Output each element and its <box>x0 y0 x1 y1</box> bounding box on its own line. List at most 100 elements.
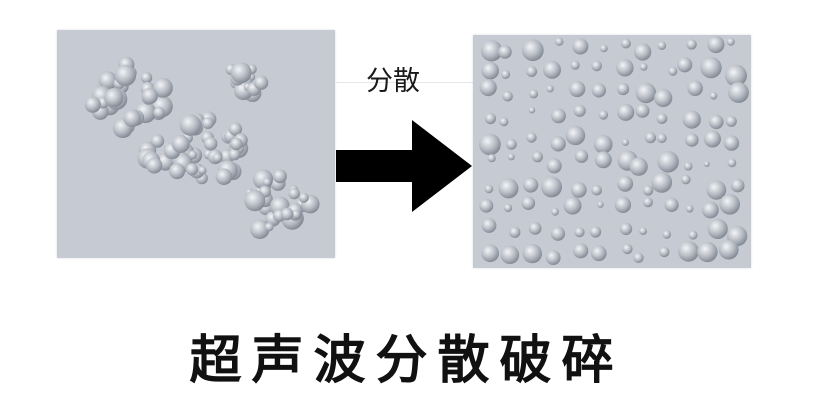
dispersed-particle <box>654 88 673 108</box>
dispersed-particle <box>565 125 586 146</box>
dispersed-particle <box>726 37 735 46</box>
dispersed-particle <box>668 66 678 76</box>
agglomerated-particles-panel <box>57 30 335 258</box>
agglomerated-particle <box>171 134 190 153</box>
dispersed-particle <box>506 138 517 150</box>
dispersed-particle <box>617 175 634 192</box>
agglomerated-particle <box>263 178 272 187</box>
dispersed-particle <box>528 106 536 114</box>
dispersed-particle <box>594 151 612 169</box>
dispersed-particle <box>709 114 724 130</box>
dispersed-particle <box>620 38 631 49</box>
dispersed-particle <box>677 57 693 73</box>
dispersed-particle <box>599 44 608 53</box>
agglomerated-particle <box>264 222 274 232</box>
agglomerated-particle <box>203 136 218 151</box>
dispersed-particle <box>685 205 694 213</box>
dispersed-particle <box>569 80 586 98</box>
agglomerated-particle <box>230 137 243 151</box>
agglomerated-particle <box>212 152 223 163</box>
dispersed-particle <box>479 133 501 156</box>
dispersed-particle <box>591 184 602 196</box>
agglomerated-particle <box>228 122 243 136</box>
dispersed-particle <box>683 162 693 171</box>
dispersed-particle <box>526 66 538 77</box>
dispersed-particle <box>635 103 650 118</box>
dispersed-particle <box>657 41 667 50</box>
dispersed-particle <box>703 130 721 148</box>
dispersed-particle <box>522 243 542 264</box>
agglomerated-particle <box>146 157 163 174</box>
dispersed-particle <box>723 135 740 151</box>
dispersed-particle <box>707 218 728 239</box>
dispersed-particle <box>591 83 606 98</box>
dispersed-particle <box>532 151 543 163</box>
agglomerated-particle <box>291 209 301 220</box>
dispersed-particle <box>563 196 582 215</box>
dispersed-particle <box>551 108 566 124</box>
agglomerated-particles-illustration <box>84 56 320 239</box>
dispersed-particle <box>725 115 737 127</box>
dispersed-particle <box>664 197 679 212</box>
dispersed-particle <box>622 138 629 146</box>
agglomerated-particle <box>250 219 270 239</box>
dispersed-particle <box>479 198 494 213</box>
agglomerated-particle <box>230 62 252 84</box>
dispersed-particle <box>681 174 691 185</box>
agglomerated-particle <box>123 109 141 128</box>
dispersed-particle <box>707 35 725 54</box>
dispersed-particle <box>499 117 509 127</box>
agglomerated-particle <box>104 88 124 108</box>
dispersed-particle <box>591 245 607 262</box>
dispersed-particle <box>555 37 564 46</box>
dispersed-particle <box>651 172 673 193</box>
dispersed-particle <box>616 59 634 77</box>
dispersed-particle <box>702 201 719 219</box>
agglomerated-particle <box>84 96 101 113</box>
dispersed-particle <box>481 244 499 263</box>
dispersed-particle <box>528 222 542 235</box>
dispersed-particle <box>644 132 656 144</box>
dispersed-particle <box>521 196 536 210</box>
dispersed-particle <box>480 40 503 62</box>
dispersed-particle <box>502 90 513 102</box>
dispersed-particle <box>498 45 512 59</box>
agglomerated-particle <box>253 75 269 90</box>
dispersed-particle <box>642 185 654 196</box>
dispersed-particle <box>526 132 537 143</box>
agglomerated-particle <box>98 71 118 90</box>
connector-line <box>335 82 473 83</box>
dispersed-particle <box>481 61 499 80</box>
dispersed-particle <box>682 110 701 129</box>
right-arrow-icon <box>336 120 472 212</box>
dispersed-particle <box>498 178 519 199</box>
dispersed-particle <box>617 103 635 121</box>
dispersed-particle <box>657 151 679 173</box>
agglomerated-particle <box>202 117 214 129</box>
agglomerated-particle <box>169 163 186 180</box>
dispersed-particle <box>719 194 740 215</box>
dispersed-particle <box>725 64 747 87</box>
agglomerated-particle <box>140 72 153 84</box>
agglomerated-particle <box>185 163 199 176</box>
agglomerated-particle <box>244 190 266 212</box>
dispersed-particle <box>484 184 494 194</box>
dispersed-particle <box>629 157 648 176</box>
dispersed-particle <box>622 243 633 255</box>
dispersed-particle <box>574 149 589 163</box>
dispersed-particle <box>546 158 562 174</box>
dispersed-particle <box>589 226 602 238</box>
agglomerated-particle <box>153 106 165 119</box>
dispersed-particle <box>730 178 745 193</box>
dispersed-particle <box>503 203 513 213</box>
agglomerated-particle <box>114 64 137 87</box>
dispersed-particle <box>614 196 632 213</box>
dispersed-particle <box>686 39 697 50</box>
dispersed-particle <box>574 227 585 238</box>
dispersed-particle <box>728 82 749 103</box>
agglomerated-particle <box>272 169 287 184</box>
dispersed-particle <box>551 207 559 216</box>
dispersed-particle <box>639 227 647 236</box>
dispersed-particle <box>500 245 520 265</box>
dispersed-particle <box>697 241 718 263</box>
